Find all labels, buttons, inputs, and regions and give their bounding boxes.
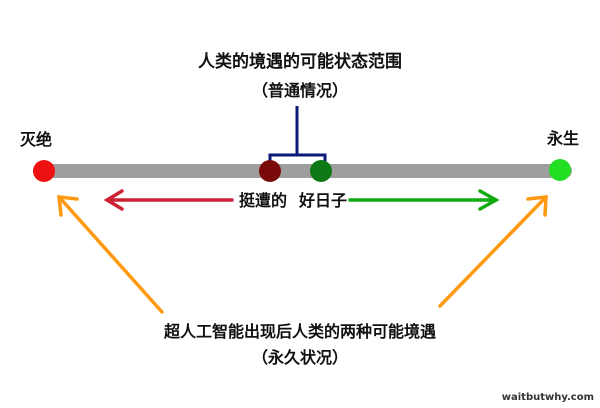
good-arrow (348, 189, 500, 211)
good-dot (310, 160, 332, 182)
bad-arrow (103, 189, 234, 211)
good-label: 好日子 (298, 191, 347, 210)
left-end-label: 灭绝 (19, 130, 52, 149)
bottom-subtitle: （永久状况） (252, 348, 348, 367)
subtitle: （普通情况） (252, 81, 348, 100)
bottom-title: 超人工智能出现后人类的两种可能境遇 (163, 322, 436, 341)
right-end-label: 永生 (546, 129, 579, 148)
watermark: waitbutwhy.com (502, 392, 594, 403)
bad-label: 挺遭的 (239, 191, 287, 210)
immortality-dot (549, 159, 571, 181)
extinction-dot (33, 160, 55, 182)
left-orange-arrow (57, 195, 164, 314)
title: 人类的境遇的可能状态范围 (198, 51, 402, 72)
bad-dot (259, 160, 281, 182)
right-orange-arrow (438, 195, 548, 308)
